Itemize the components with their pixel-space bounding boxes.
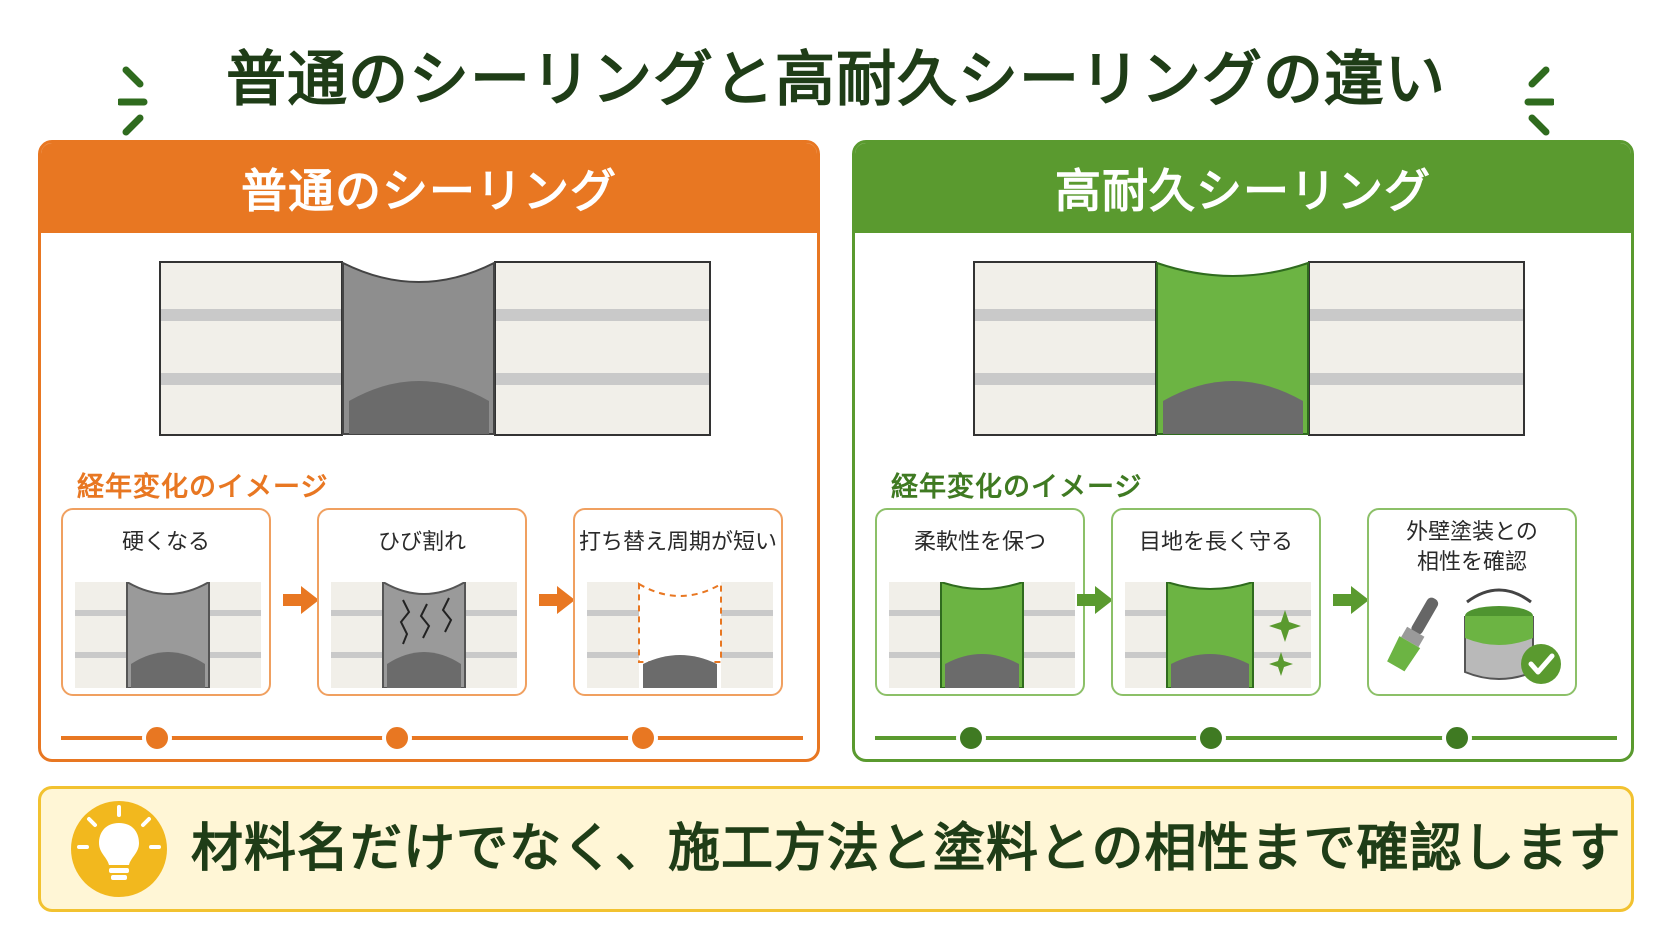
step-keeps-flexibility: 柔軟性を保つ	[875, 508, 1085, 696]
summary-banner: 材料名だけでなく、施工方法と塗料との相性まで確認します	[38, 786, 1634, 912]
high-durability-joint-diagram	[973, 261, 1525, 436]
cracked-sealant-icon	[331, 582, 517, 688]
step-label: 硬くなる	[121, 530, 210, 555]
title-area: 普通のシーリングと高耐久シーリングの違い	[0, 30, 1672, 136]
standard-joint-diagram	[159, 261, 711, 436]
summary-text: 材料名だけでなく、施工方法と塗料との相性まで確認します	[191, 819, 1622, 879]
accent-lines-icon	[118, 66, 148, 136]
accent-lines-icon	[1524, 66, 1554, 136]
hardened-sealant-icon	[75, 582, 261, 688]
timeline	[61, 723, 803, 753]
step-cracking: ひび割れ	[317, 508, 527, 696]
step-label: ひび割れ	[377, 530, 466, 555]
arrow-right-icon	[283, 586, 319, 614]
flexible-sealant-icon	[889, 582, 1075, 688]
page-title: 普通のシーリングと高耐久シーリングの違い	[226, 45, 1446, 115]
arrow-right-icon	[539, 586, 575, 614]
step-label: 柔軟性を保つ	[913, 530, 1046, 555]
standard-sealing-heading: 普通のシーリング	[41, 143, 817, 233]
empty-joint-icon	[587, 582, 773, 688]
step-label-line: 相性を確認	[1416, 550, 1527, 575]
standard-sealing-panel: 普通のシーリング 経年変化のイメージ 硬くなる ひび割れ	[38, 140, 820, 762]
step-label-line: 外壁塗装との	[1406, 520, 1538, 545]
step-short-replacement-cycle: 打ち替え周期が短い	[573, 508, 783, 696]
paint-brush-can-check-icon	[1387, 588, 1561, 684]
high-durability-sealing-panel: 高耐久シーリング 経年変化のイメージ 柔軟性を保つ 目地を長く守る	[852, 140, 1634, 762]
aging-image-label: 経年変化のイメージ	[891, 472, 1143, 503]
arrow-right-icon	[1077, 586, 1113, 614]
aging-image-label: 経年変化のイメージ	[77, 472, 329, 503]
sparkle-sealant-icon	[1125, 582, 1311, 688]
step-protects-joint-long: 目地を長く守る	[1111, 508, 1321, 696]
timeline	[875, 723, 1617, 753]
step-label: 外壁塗装との 相性を確認	[1369, 518, 1575, 578]
step-check-paint-compatibility: 外壁塗装との 相性を確認	[1367, 508, 1577, 696]
step-label: 目地を長く守る	[1138, 530, 1293, 555]
arrow-right-icon	[1333, 586, 1369, 614]
step-label: 打ち替え周期が短い	[578, 530, 777, 555]
high-durability-sealing-heading: 高耐久シーリング	[855, 143, 1631, 233]
step-hardens: 硬くなる	[61, 508, 271, 696]
lightbulb-icon	[71, 801, 167, 897]
